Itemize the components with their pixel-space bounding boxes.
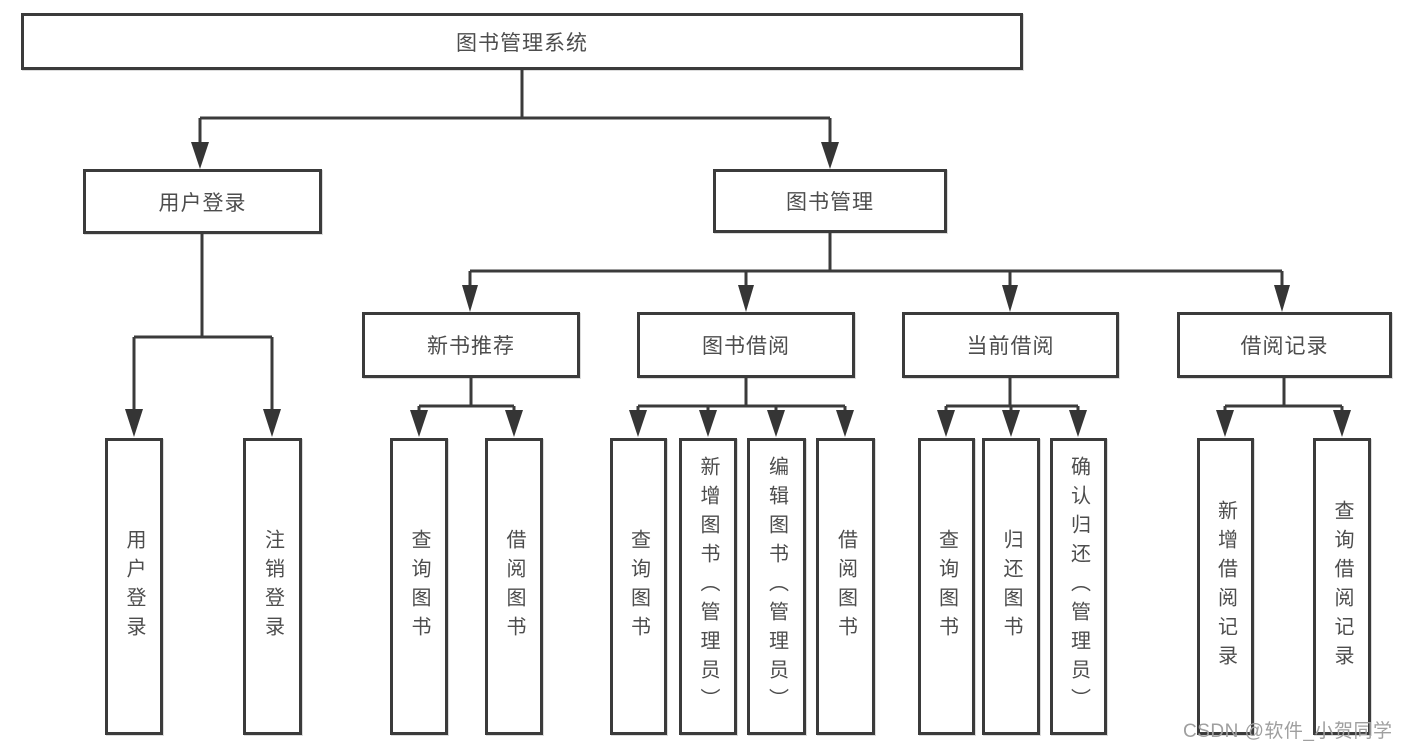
leaf-borrowing-query-book: 查询图书	[610, 438, 667, 735]
node-label: 新增借阅记录	[1214, 499, 1237, 674]
node-book-management: 图书管理	[713, 169, 947, 233]
leaf-recommend-query-book: 查询图书	[390, 438, 448, 735]
node-label: 新书推荐	[427, 335, 515, 358]
leaf-add-book-admin: 新增图书（管理员）	[679, 438, 737, 735]
node-label: 图书管理系统	[456, 31, 588, 55]
leaf-recommend-borrow-book: 借阅图书	[485, 438, 543, 735]
node-label: 借阅记录	[1240, 335, 1329, 358]
node-new-book-recommend: 新书推荐	[362, 312, 580, 378]
node-label: 查询图书	[627, 528, 650, 645]
leaf-logout: 注销登录	[243, 438, 302, 735]
leaf-return-book: 归还图书	[982, 438, 1040, 735]
node-label: 注销登录	[261, 528, 284, 645]
node-label: 确认归还（管理员）	[1067, 456, 1090, 717]
node-borrowing-records: 借阅记录	[1177, 312, 1392, 378]
node-label: 借阅图书	[503, 528, 525, 645]
leaf-edit-book-admin: 编辑图书（管理员）	[747, 438, 806, 735]
node-label: 新增图书（管理员）	[697, 456, 719, 717]
node-label: 编辑图书（管理员）	[765, 456, 788, 717]
leaf-borrow-book: 借阅图书	[816, 438, 875, 735]
node-label: 图书管理	[786, 191, 874, 214]
node-label: 查询图书	[935, 528, 958, 645]
node-root-library-system: 图书管理系统	[21, 13, 1023, 70]
csdn-watermark: CSDN @软件_小贺同学	[1183, 721, 1393, 742]
node-user-login: 用户登录	[83, 169, 322, 234]
node-label: 用户登录	[123, 528, 145, 645]
node-label: 当前借阅	[966, 335, 1055, 358]
node-label: 查询图书	[408, 528, 430, 645]
leaf-add-borrow-record: 新增借阅记录	[1197, 438, 1254, 735]
leaf-current-query-book: 查询图书	[918, 438, 975, 735]
node-label: 归还图书	[1000, 528, 1022, 645]
leaf-query-borrow-record: 查询借阅记录	[1313, 438, 1371, 735]
node-label: 图书借阅	[702, 335, 790, 358]
node-label: 用户登录	[158, 191, 247, 215]
node-current-borrowing: 当前借阅	[902, 312, 1119, 378]
leaf-user-login: 用户登录	[105, 438, 163, 735]
node-label: 借阅图书	[834, 528, 857, 645]
node-book-borrowing: 图书借阅	[637, 312, 855, 378]
leaf-confirm-return-admin: 确认归还（管理员）	[1050, 438, 1107, 735]
node-label: 查询借阅记录	[1331, 499, 1353, 674]
